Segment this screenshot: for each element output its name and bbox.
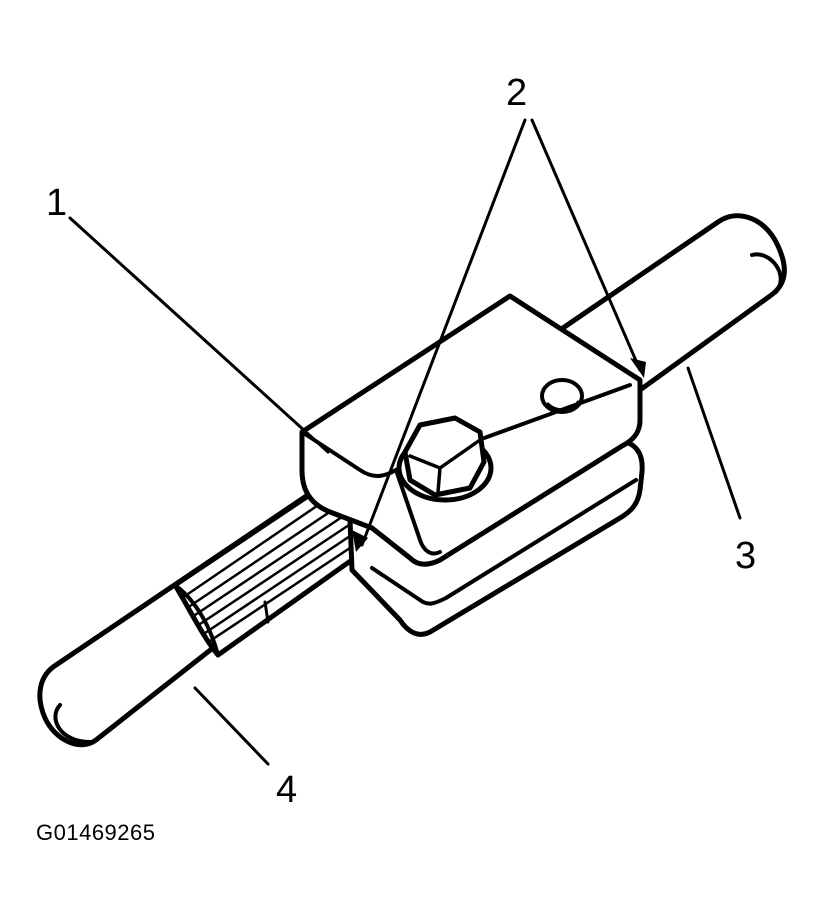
callout-3: 3 <box>735 535 756 577</box>
callout-2: 2 <box>506 72 527 114</box>
leader-lines <box>68 118 742 766</box>
callout-4: 4 <box>276 769 297 811</box>
callout-1: 1 <box>46 182 67 224</box>
shaft-right <box>557 213 787 393</box>
hex-bolt <box>396 415 494 503</box>
splined-sleeve <box>172 482 383 658</box>
leader-2b <box>530 118 642 372</box>
leader-3 <box>686 366 742 520</box>
figure-id-label: G01469265 <box>36 820 156 845</box>
leader-4 <box>193 686 270 766</box>
clamp-lower-half <box>347 438 645 637</box>
leader-2a <box>360 118 527 547</box>
arrowheads <box>352 358 646 552</box>
leader-1 <box>68 216 330 454</box>
